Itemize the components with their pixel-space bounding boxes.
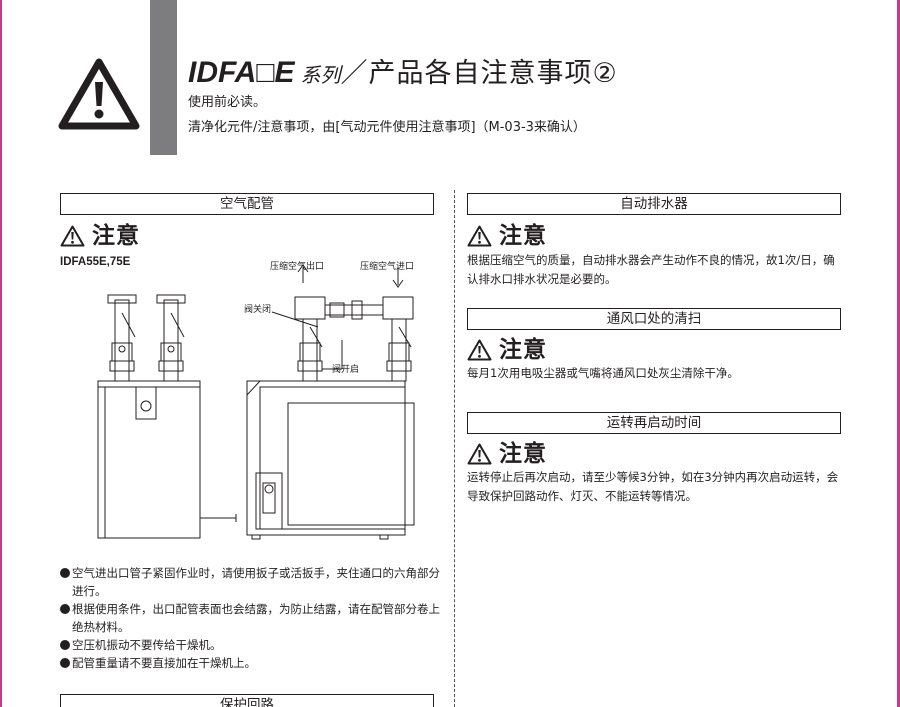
caution-label: 注意 xyxy=(499,337,547,363)
section-header-restart-time: 运转再启动时间 xyxy=(467,412,841,434)
warning-triangle-icon xyxy=(58,58,140,130)
header-accent-bar xyxy=(150,0,177,155)
caution-heading: 注意 xyxy=(60,222,200,252)
piping-notes-list: 空气进出口管子紧固作业时，请使用扳子或活扳手，夹住通口的六角部分进行。 根据使用… xyxy=(60,564,440,672)
caution-icon xyxy=(467,443,492,465)
page-border-left xyxy=(0,0,2,707)
label-valve-closed: 阀关闭 xyxy=(244,303,271,315)
piping-diagram: 压缩空气出口 压缩空气进口 阀关闭 阀开启 xyxy=(97,260,415,540)
label-valve-open: 阀开启 xyxy=(332,363,359,375)
title-rest: ／产品各自注意事项② xyxy=(340,58,618,89)
label-air-outlet: 压缩空气出口 xyxy=(270,260,324,272)
caution-icon xyxy=(60,225,85,247)
label-air-inlet: 压缩空气进口 xyxy=(360,260,414,272)
page-border-right xyxy=(897,0,900,707)
caution-label: 注意 xyxy=(92,223,140,249)
title-model: IDFA□E xyxy=(188,56,295,89)
list-item: 根据使用条件，出口配管表面也会结露，为防止结露，请在配管部分卷上绝热材料。 xyxy=(60,600,440,636)
list-item: 空气进出口管子紧固作业时，请使用扳子或活扳手，夹住通口的六角部分进行。 xyxy=(60,564,440,600)
section-header-air-piping: 空气配管 xyxy=(60,193,434,215)
caution-icon xyxy=(467,225,492,247)
section-header-protection-circuit: 保护回路 xyxy=(60,694,434,707)
section-header-vent-cleaning: 通风口处的清扫 xyxy=(467,308,841,330)
column-divider xyxy=(454,190,455,707)
caution-heading: 注意 xyxy=(467,336,607,366)
auto-drain-text: 根据压缩空气的质量，自动排水器会产生动作不良的情况，故1次/日，确认排水口排水状… xyxy=(467,253,835,286)
caution-icon xyxy=(467,339,492,361)
section-header-auto-drain: 自动排水器 xyxy=(467,193,841,215)
caution-label: 注意 xyxy=(499,441,547,467)
read-before-use-note: 使用前必读。 xyxy=(188,95,267,110)
caution-heading: 注意 xyxy=(467,222,607,252)
list-item: 空压机振动不要传给干燥机。 xyxy=(60,636,440,654)
vent-cleaning-text: 每月1次用电吸尘器或气嘴将通风口处灰尘清除干净。 xyxy=(467,366,739,380)
restart-time-text: 运转停止后再次启动，请至少等候3分钟，如在3分钟内再次启动运转，会导致保护回路动… xyxy=(467,470,839,503)
reference-note: 清净化元件/注意事项，由[气动元件使用注意事项]（M-03-3来确认） xyxy=(188,120,586,135)
caution-heading: 注意 xyxy=(467,440,607,470)
title-series: 系列 xyxy=(300,63,341,87)
model-label: IDFA55E,75E xyxy=(60,256,131,268)
list-item: 配管重量请不要直接加在干燥机上。 xyxy=(60,654,440,672)
caution-label: 注意 xyxy=(499,223,547,249)
